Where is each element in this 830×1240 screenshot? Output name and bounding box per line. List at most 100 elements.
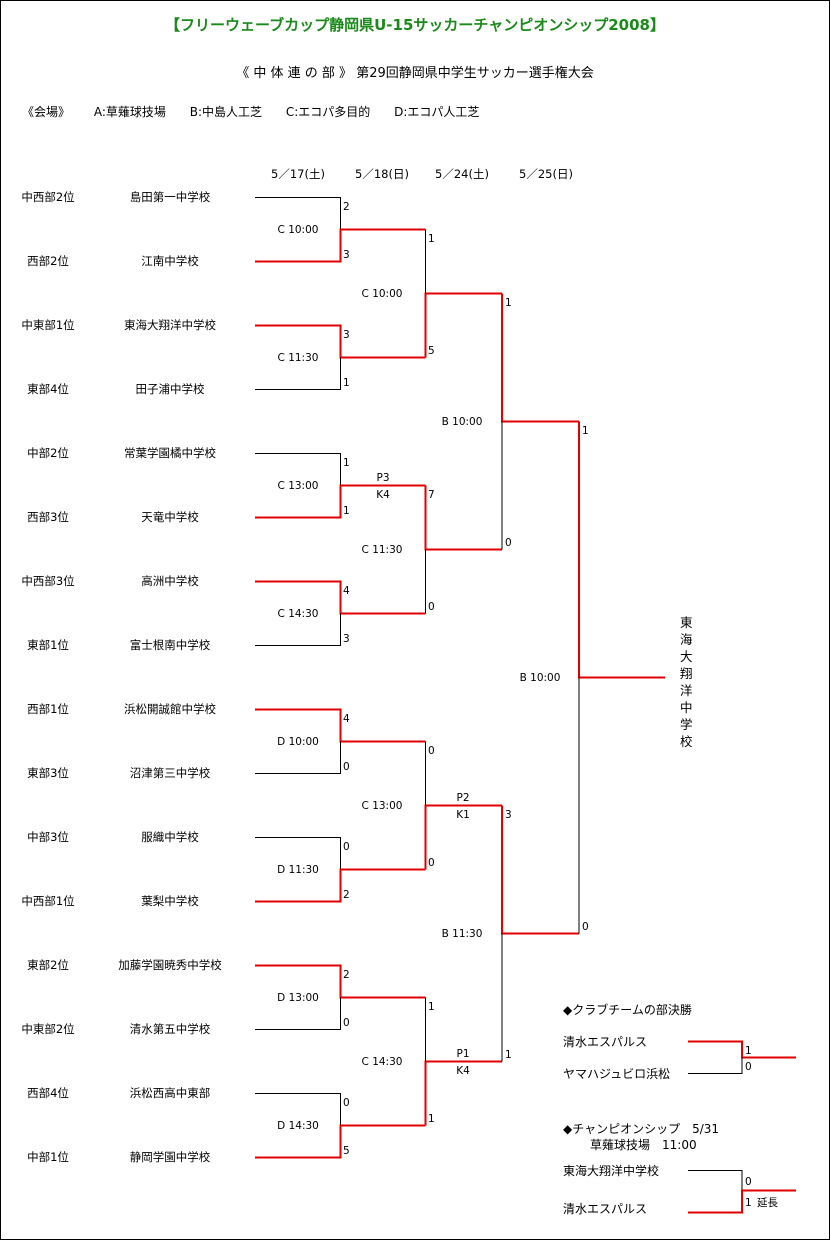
venue-label: 《会場》 bbox=[22, 105, 71, 119]
page-subtitle: 《 中 体 連 の 部 》 第29回静岡県中学生サッカー選手権大会 bbox=[236, 66, 594, 81]
date-round2: 5／18(日) bbox=[355, 167, 409, 181]
team-seed: 西部3位 bbox=[27, 510, 69, 524]
match-time: D 10:00 bbox=[277, 736, 319, 748]
date-round1: 5／17(土) bbox=[271, 167, 325, 181]
winner-line bbox=[424, 485, 502, 551]
championship-title: ◆チャンピオンシップ 5/31 bbox=[563, 1122, 720, 1136]
bracket-line bbox=[255, 613, 341, 646]
match-time: C 14:30 bbox=[277, 608, 319, 620]
winner-line bbox=[255, 868, 426, 903]
winner-line bbox=[578, 421, 665, 679]
score: 0 bbox=[428, 745, 435, 757]
team-seed: 中西部3位 bbox=[21, 574, 75, 588]
winner-line bbox=[255, 1124, 426, 1159]
score: 5 bbox=[428, 345, 435, 357]
score: 0 bbox=[343, 1017, 350, 1029]
team-seed: 中西部2位 bbox=[21, 190, 75, 204]
pk-label: K4 bbox=[456, 1065, 470, 1077]
venue-b: B:中島人工芝 bbox=[189, 105, 262, 119]
pk-label: P3 bbox=[376, 472, 390, 484]
score: 3 bbox=[343, 249, 350, 261]
team-seed: 中部3位 bbox=[27, 830, 69, 844]
winner-line bbox=[501, 805, 579, 935]
venue-c: C:エコパ多目的 bbox=[285, 105, 371, 119]
score: 3 bbox=[343, 633, 350, 645]
championship-venue: 草薙球技場 11:00 bbox=[590, 1138, 697, 1152]
team-seed: 中東部2位 bbox=[21, 1022, 75, 1036]
match-time: C 11:30 bbox=[361, 544, 403, 556]
team-name: 富士根南中学校 bbox=[129, 638, 211, 652]
team-name: 常葉学園橘中学校 bbox=[124, 446, 216, 460]
score: 0 bbox=[428, 601, 435, 613]
match-time: B 10:00 bbox=[519, 672, 561, 684]
team-name: 葉梨中学校 bbox=[141, 894, 199, 908]
winner-line bbox=[255, 324, 426, 359]
bracket-line bbox=[255, 357, 341, 390]
score: 0 bbox=[745, 1176, 752, 1188]
score: 0 bbox=[745, 1061, 752, 1073]
championship-team: 東海大翔洋中学校 bbox=[563, 1164, 660, 1178]
match-time: C 10:00 bbox=[361, 288, 403, 300]
bracket-line bbox=[255, 837, 341, 870]
winner-line bbox=[424, 804, 502, 870]
score: 4 bbox=[343, 585, 350, 597]
team-seed: 中東部1位 bbox=[21, 318, 75, 332]
match-time: C 11:30 bbox=[277, 352, 319, 364]
championship-team: 清水エスパルス bbox=[563, 1202, 648, 1216]
venue-d: D:エコパ人工芝 bbox=[394, 105, 480, 119]
winner-line bbox=[688, 1189, 796, 1214]
bracket-line bbox=[688, 1170, 743, 1191]
team-name: 清水第五中学校 bbox=[129, 1022, 211, 1036]
venue-legend: 《会場》 A:草薙球技場 B:中島人工芝 C:エコパ多目的 D:エコパ人工芝 bbox=[22, 103, 499, 120]
team-seed: 東部3位 bbox=[27, 766, 69, 780]
score: 2 bbox=[343, 889, 350, 901]
score: 1 bbox=[343, 377, 350, 389]
score: 2 bbox=[343, 969, 350, 981]
score: 0 bbox=[428, 857, 435, 869]
match-time: D 14:30 bbox=[277, 1120, 319, 1132]
score: 1 bbox=[343, 457, 350, 469]
team-name: 加藤学園暁秀中学校 bbox=[118, 958, 222, 972]
match-time: C 13:00 bbox=[361, 800, 403, 812]
score: 0 bbox=[582, 921, 589, 933]
score: 0 bbox=[505, 537, 512, 549]
team-seed: 東部4位 bbox=[27, 382, 69, 396]
score: 1 bbox=[505, 1049, 512, 1061]
match-time: D 13:00 bbox=[277, 992, 319, 1004]
team-seed: 中部2位 bbox=[27, 446, 69, 460]
team-name: 沼津第三中学校 bbox=[129, 766, 211, 780]
score: 5 bbox=[343, 1145, 350, 1157]
team-name: 服織中学校 bbox=[141, 830, 199, 844]
bracket-line bbox=[255, 741, 341, 774]
pk-label: P1 bbox=[456, 1048, 470, 1060]
team-seed: 東部1位 bbox=[27, 638, 69, 652]
bracket-line bbox=[255, 197, 341, 230]
team-name: 浜松西高中東部 bbox=[129, 1086, 211, 1100]
team-name: 江南中学校 bbox=[141, 254, 199, 268]
winner-line bbox=[424, 292, 502, 358]
team-seed: 西部1位 bbox=[27, 702, 69, 716]
champion-name: 東海大翔洋中学校 bbox=[680, 615, 693, 749]
team-name: 天竜中学校 bbox=[141, 510, 199, 524]
team-seed: 中西部1位 bbox=[21, 894, 75, 908]
score: 1 bbox=[745, 1045, 752, 1057]
match-time: C 14:30 bbox=[361, 1056, 403, 1068]
pk-label: K1 bbox=[456, 809, 470, 821]
match-time: D 11:30 bbox=[277, 864, 319, 876]
score: 0 bbox=[343, 1097, 350, 1109]
score: 0 bbox=[343, 761, 350, 773]
winner-line bbox=[255, 228, 426, 263]
team-seed: 東部2位 bbox=[27, 958, 69, 972]
team-seed: 西部2位 bbox=[27, 254, 69, 268]
overtime-note: 延長 bbox=[757, 1197, 778, 1209]
winner-line bbox=[424, 1060, 502, 1126]
score: 0 bbox=[343, 841, 350, 853]
pk-label: K4 bbox=[376, 489, 390, 501]
team-name: 高洲中学校 bbox=[141, 574, 199, 588]
score: 1 bbox=[505, 297, 512, 309]
venue-a: A:草薙球技場 bbox=[93, 105, 166, 119]
page-title: 【フリーウェーブカップ静岡県U-15サッカーチャンピオンシップ2008】 bbox=[165, 16, 665, 34]
winner-line bbox=[688, 1040, 796, 1059]
score: 1 bbox=[428, 233, 435, 245]
team-name: 島田第一中学校 bbox=[129, 190, 211, 204]
